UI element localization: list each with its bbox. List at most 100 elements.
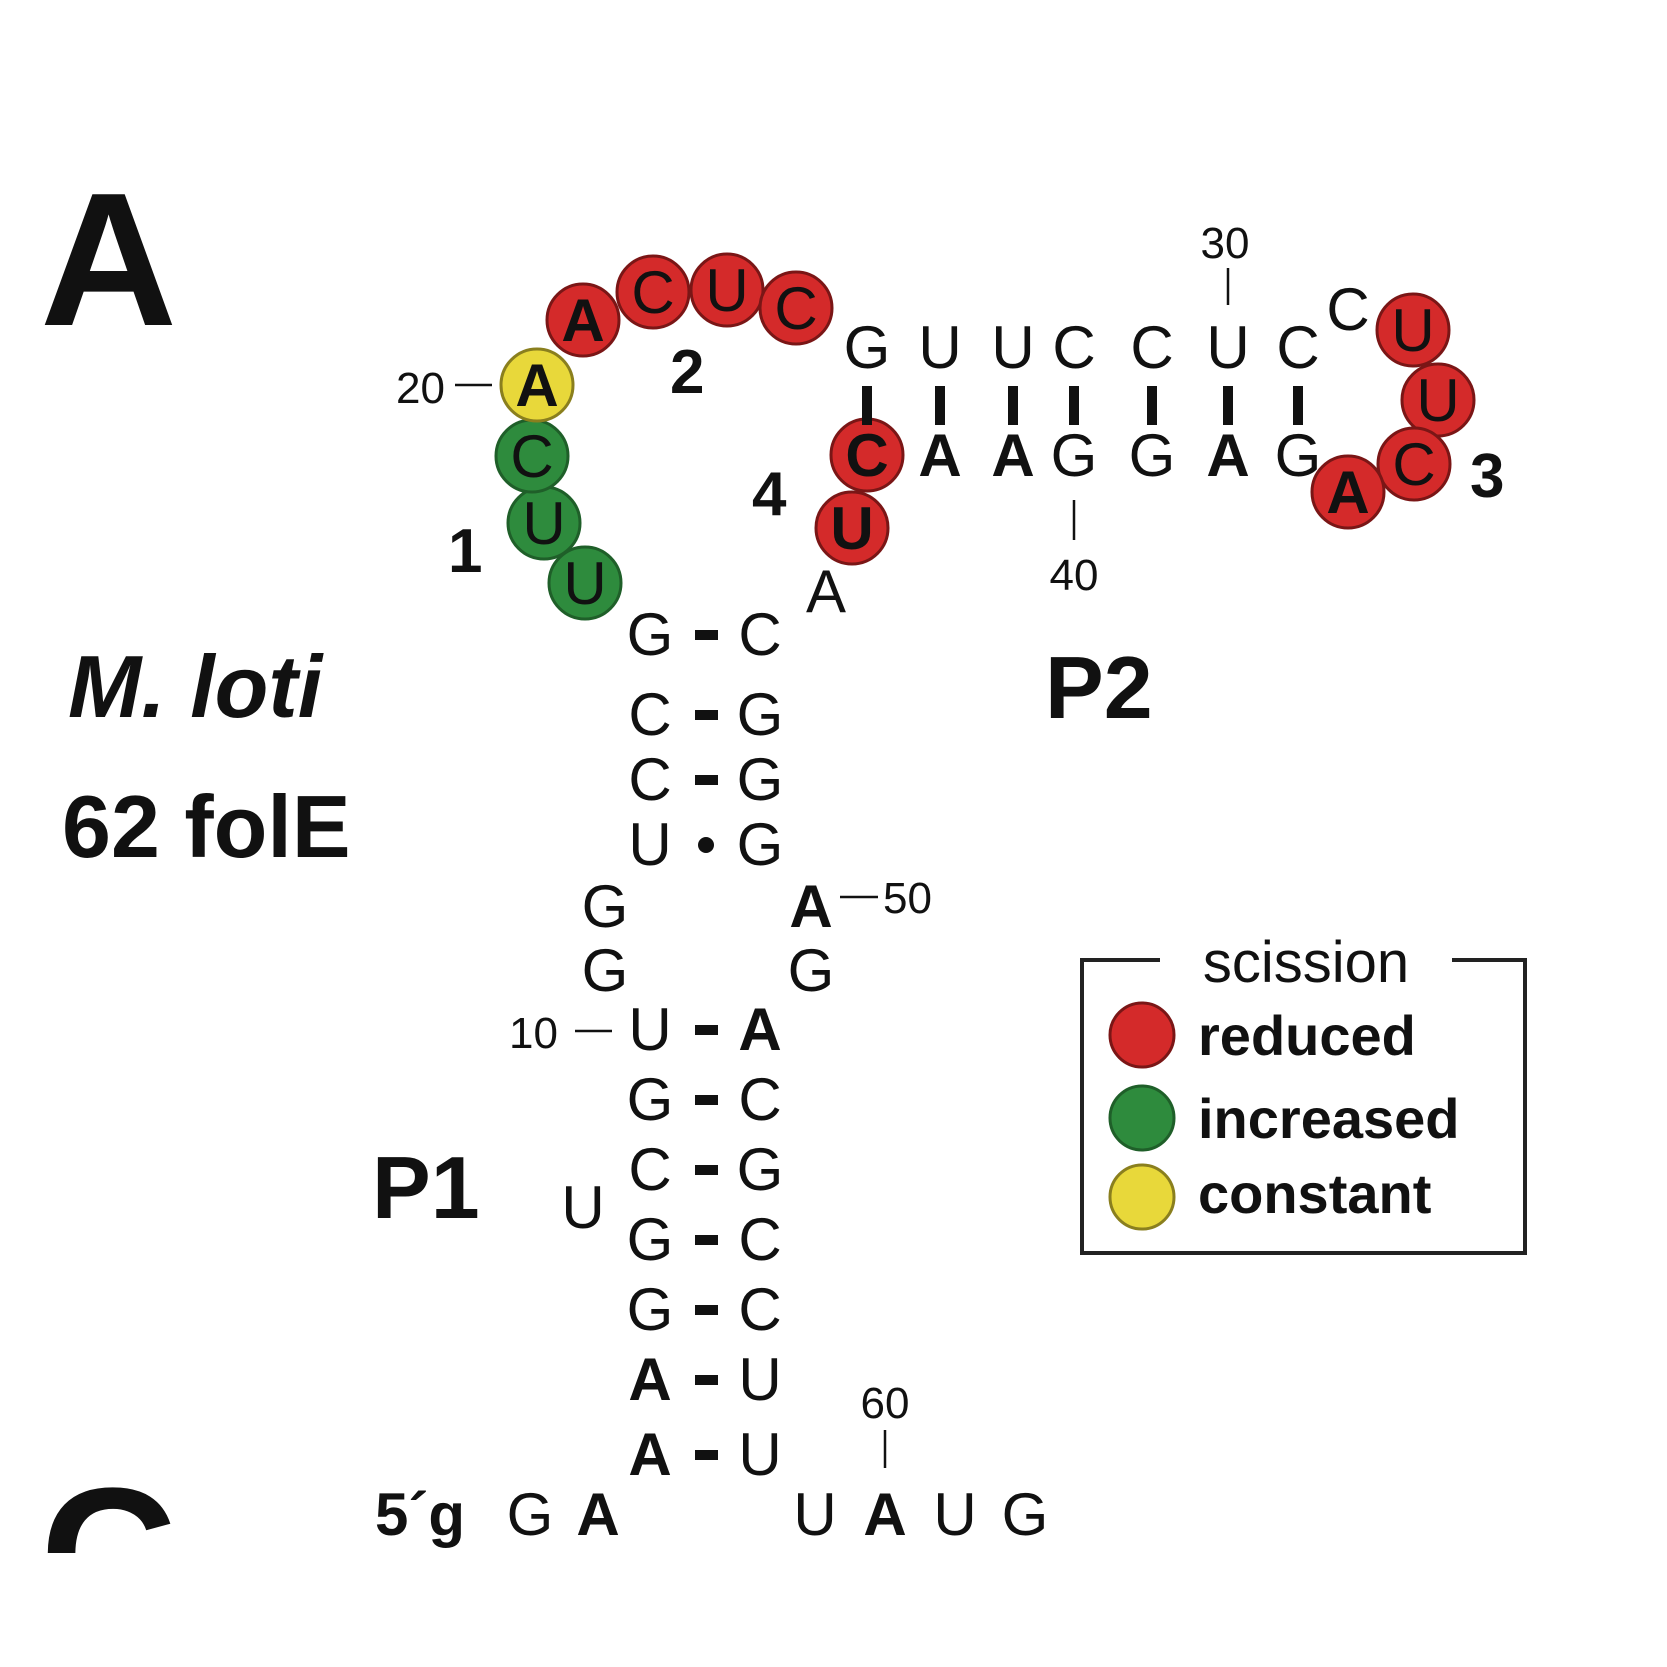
nt-loop3: U [1391, 297, 1434, 364]
position-60: 60 [861, 1379, 910, 1428]
nt-20: A [515, 352, 558, 419]
nt-stem-left: G [627, 1276, 674, 1343]
nt-stem-left: G [627, 1206, 674, 1273]
nt-loop1: U [563, 550, 606, 617]
nt-p2-top: U [1206, 314, 1249, 381]
nt-p2-top: C [1130, 314, 1173, 381]
nt-stem-right: A [738, 996, 781, 1063]
nt-stem-right: C [738, 1066, 781, 1133]
nt-p2-bottom: A [1206, 422, 1249, 489]
legend-title: scission [1203, 930, 1409, 995]
circle-reduced [615, 254, 691, 330]
nt-p2-top: U [918, 314, 961, 381]
nt-stem-left: C [628, 1136, 671, 1203]
nt-tail-3p: U [793, 1481, 836, 1548]
nt-internal-left: G [582, 873, 629, 940]
position-40: 40 [1050, 551, 1099, 600]
nt-loop2: U [705, 257, 748, 324]
nt-loop3: U [1416, 367, 1459, 434]
p2-pair-bars [862, 386, 1303, 425]
nt-tail-3p: U [933, 1481, 976, 1548]
nt-bulge: U [561, 1174, 604, 1241]
panel-label: A [40, 154, 177, 366]
position-30: 30 [1201, 219, 1250, 268]
nt-p2-top: C [1052, 314, 1095, 381]
organism-name: M. loti [68, 637, 324, 736]
nt-loop4: A [806, 558, 846, 625]
circle-reduced [545, 282, 621, 358]
nt-loop2: C [774, 275, 817, 342]
nt-stem-left: G [627, 601, 674, 668]
circle-reduced [1375, 292, 1451, 368]
nt-p2-top: C [1276, 314, 1319, 381]
nt-p2-bottom: G [1129, 422, 1176, 489]
circle-reduced [814, 490, 890, 566]
nt-stem-left: U [628, 811, 671, 878]
stem-label-p1: P1 [372, 1138, 480, 1237]
circle-reduced [758, 270, 834, 346]
region-label-1: 1 [448, 517, 482, 586]
nt-p2-bottom: G [1275, 422, 1322, 489]
nt-stem-right: U [738, 1346, 781, 1413]
position-50: 50 [883, 874, 932, 923]
legend-frame [1080, 958, 1527, 1255]
nt-stem-left: U [628, 996, 671, 1063]
nt-stem-left: C [628, 681, 671, 748]
nt-stem-right: C [738, 1276, 781, 1343]
circle-constant [499, 347, 575, 423]
circle-increased [547, 545, 623, 621]
region-label-2: 2 [670, 338, 704, 407]
five-prime-label: 5´g [375, 1481, 465, 1548]
nt-stem-right: C [738, 1206, 781, 1273]
circle-reduced [1310, 454, 1386, 530]
nt-p2-top: G [844, 314, 891, 381]
nt-loop1: C [510, 423, 553, 490]
nt-tail-5p: G [507, 1481, 554, 1548]
position-10: 10 [509, 1009, 558, 1058]
region-label-4: 4 [752, 460, 787, 529]
nt-loop2: C [631, 259, 674, 326]
construct-name: 62 folE [62, 777, 351, 876]
legend-label-constant: constant [1198, 1162, 1431, 1225]
position-20: 20 [396, 364, 445, 413]
region-label-3: 3 [1470, 442, 1504, 511]
nt-internal-right: G [788, 937, 835, 1004]
nt-stem-right: G [737, 681, 784, 748]
construct-text: 62 folE [62, 777, 351, 876]
nt-stem-right: C [738, 601, 781, 668]
legend-swatch-constant [1108, 1163, 1176, 1231]
nt-tail-3p: A [863, 1481, 906, 1548]
wobble-dot [698, 837, 714, 853]
nt-stem-left: A [628, 1421, 671, 1488]
nt-internal-left: G [582, 937, 629, 1004]
nt-p2-bottom: A [918, 422, 961, 489]
legend-label-reduced: reduced [1198, 1004, 1416, 1067]
stem-label-p2: P2 [1045, 638, 1153, 737]
nt-stem-left: G [627, 1066, 674, 1133]
legend-label-increased: increased [1198, 1087, 1460, 1150]
nt-tail-3p: G [1002, 1481, 1049, 1548]
legend-swatch-increased [1108, 1084, 1176, 1152]
nt-tail-5p: A [576, 1481, 619, 1548]
circle-reduced [1376, 426, 1452, 502]
nt-stem-right: G [737, 811, 784, 878]
nt-loop3: C [1326, 276, 1369, 343]
nt-loop3: C [1392, 431, 1435, 498]
nt-loop1: U [522, 490, 565, 557]
nt-loop4: U [830, 495, 873, 562]
nt-stem-left: C [628, 746, 671, 813]
circle-reduced [689, 252, 765, 328]
nt-50: A [789, 873, 832, 940]
nt-p2-top: U [991, 314, 1034, 381]
nt-p2-bottom: A [991, 422, 1034, 489]
nt-loop3: A [1326, 459, 1369, 526]
nt-loop2: A [561, 287, 604, 354]
nt-stem-left: A [628, 1346, 671, 1413]
nt-stem-right: G [737, 746, 784, 813]
nt-p2-bottom: G [1051, 422, 1098, 489]
scission-circles [494, 252, 1476, 621]
nt-stem-right: G [737, 1136, 784, 1203]
nt-p2-bottom: C [845, 422, 888, 489]
nt-stem-right: U [738, 1421, 781, 1488]
